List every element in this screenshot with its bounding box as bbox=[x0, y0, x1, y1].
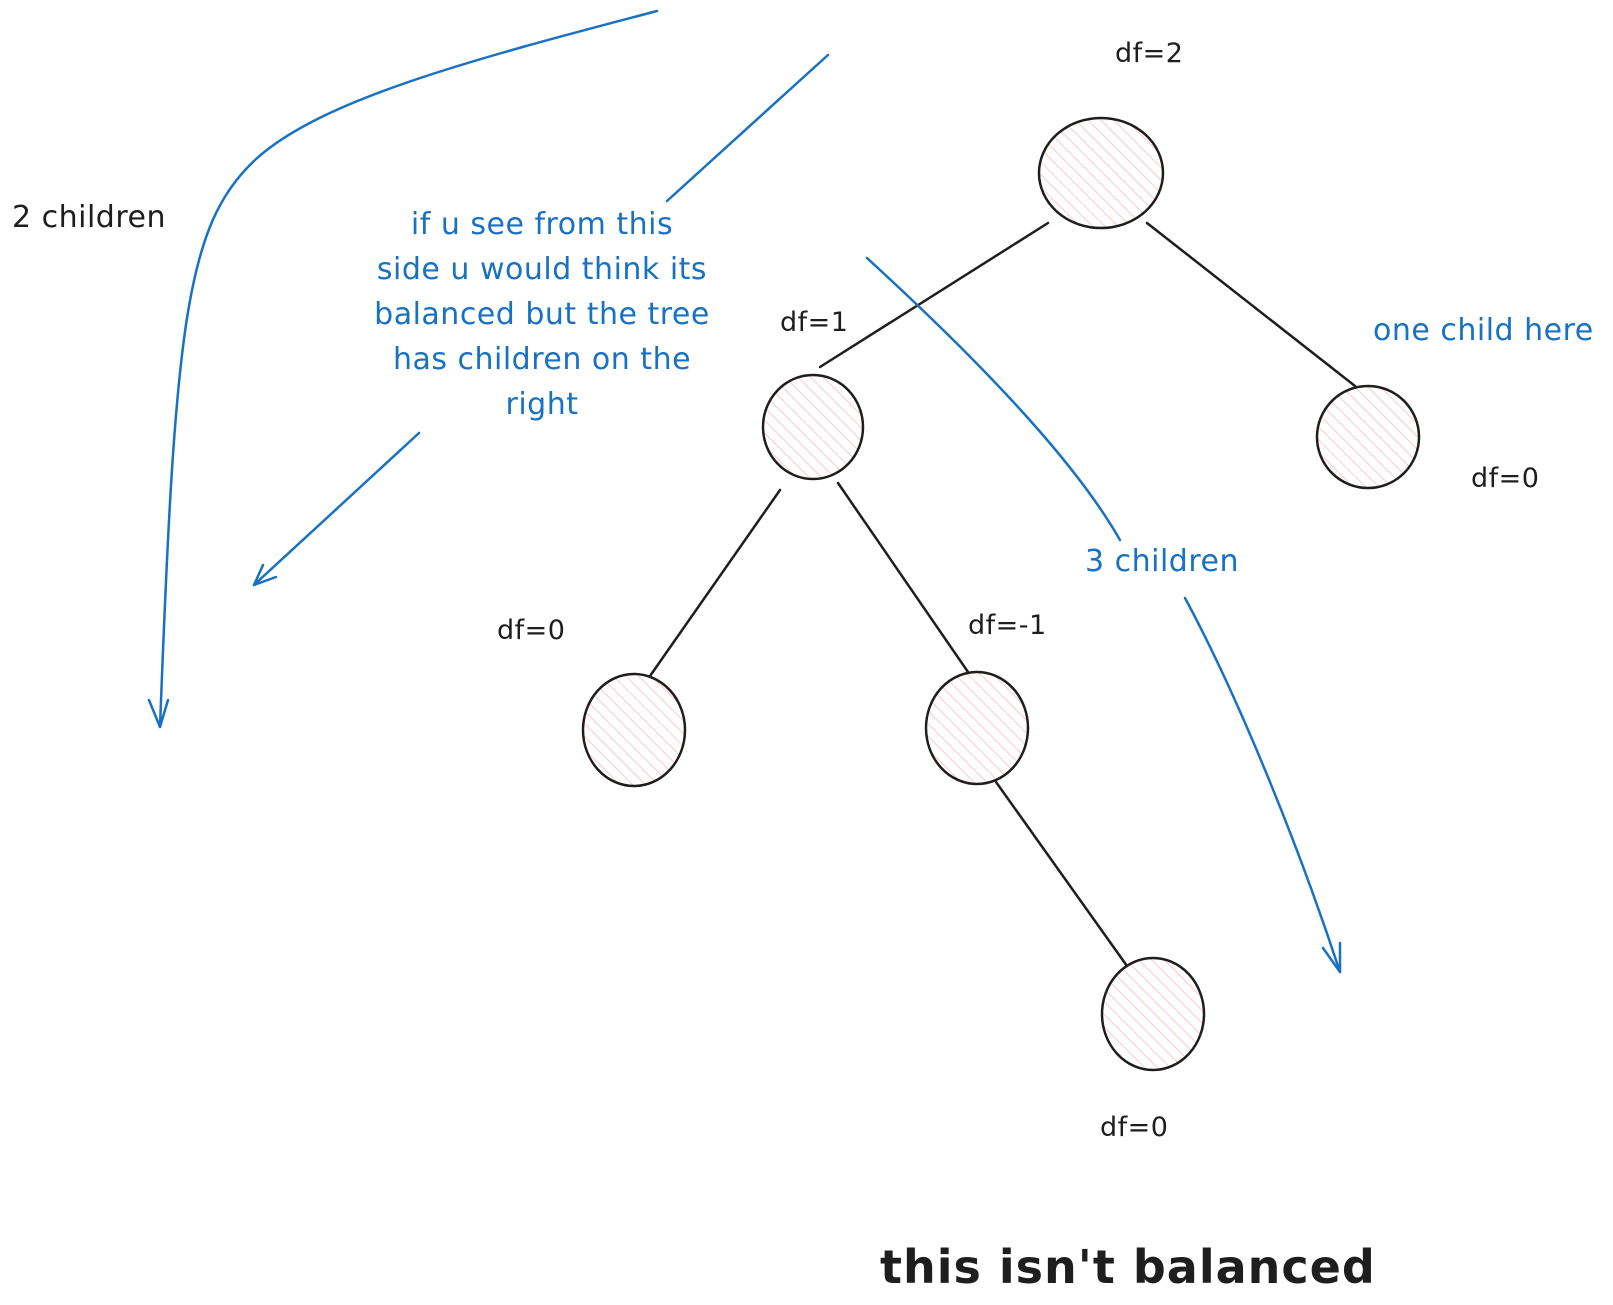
df-label-right: df=0 bbox=[1471, 463, 1540, 494]
node-left-right bbox=[924, 670, 1030, 786]
two-children-label: 2 children bbox=[12, 200, 166, 235]
tree-nodes bbox=[581, 116, 1421, 1072]
annotation-arrows bbox=[147, 9, 1342, 974]
node-left-right-right bbox=[1100, 956, 1206, 1072]
arrow-three-children bbox=[865, 256, 1122, 542]
arrow-three-children-lower bbox=[1183, 596, 1342, 974]
arrow-note-bottom bbox=[252, 431, 421, 587]
balance-note-line-2: side u would think its bbox=[376, 252, 708, 287]
node-root bbox=[1037, 116, 1165, 230]
arrow-note-bottom-head bbox=[252, 563, 278, 587]
balance-note: if u see from this side u would think it… bbox=[322, 202, 762, 427]
arrow-note-top bbox=[665, 53, 830, 203]
arrow-two-children bbox=[158, 9, 659, 729]
balance-note-line-1: if u see from this bbox=[410, 207, 674, 242]
three-children-label: 3 children bbox=[1085, 544, 1239, 579]
edge-left-leftright bbox=[836, 481, 970, 674]
df-label-root: df=2 bbox=[1115, 38, 1184, 69]
arrow-two-children-head bbox=[147, 698, 170, 729]
edge-root-left bbox=[818, 221, 1050, 369]
edge-root-right bbox=[1145, 221, 1357, 388]
tree-edges bbox=[648, 221, 1357, 968]
node-right bbox=[1315, 384, 1421, 490]
df-label-left-right: df=-1 bbox=[968, 610, 1047, 641]
edge-leftright-leaf bbox=[994, 780, 1129, 968]
edge-left-leftleft bbox=[648, 488, 782, 678]
df-label-left-right-right: df=0 bbox=[1100, 1112, 1169, 1143]
arrow-three-children-head bbox=[1321, 941, 1342, 974]
balance-note-line-3: balanced but the tree bbox=[374, 297, 710, 332]
conclusion-text: this isn't balanced bbox=[880, 1240, 1376, 1294]
one-child-label: one child here bbox=[1373, 313, 1594, 348]
node-left bbox=[761, 373, 865, 481]
node-left-left bbox=[581, 672, 687, 788]
balance-note-line-5: right bbox=[505, 387, 579, 422]
df-label-left-left: df=0 bbox=[497, 615, 566, 646]
df-label-left: df=1 bbox=[780, 307, 849, 338]
balance-note-line-4: has children on the bbox=[392, 342, 692, 377]
